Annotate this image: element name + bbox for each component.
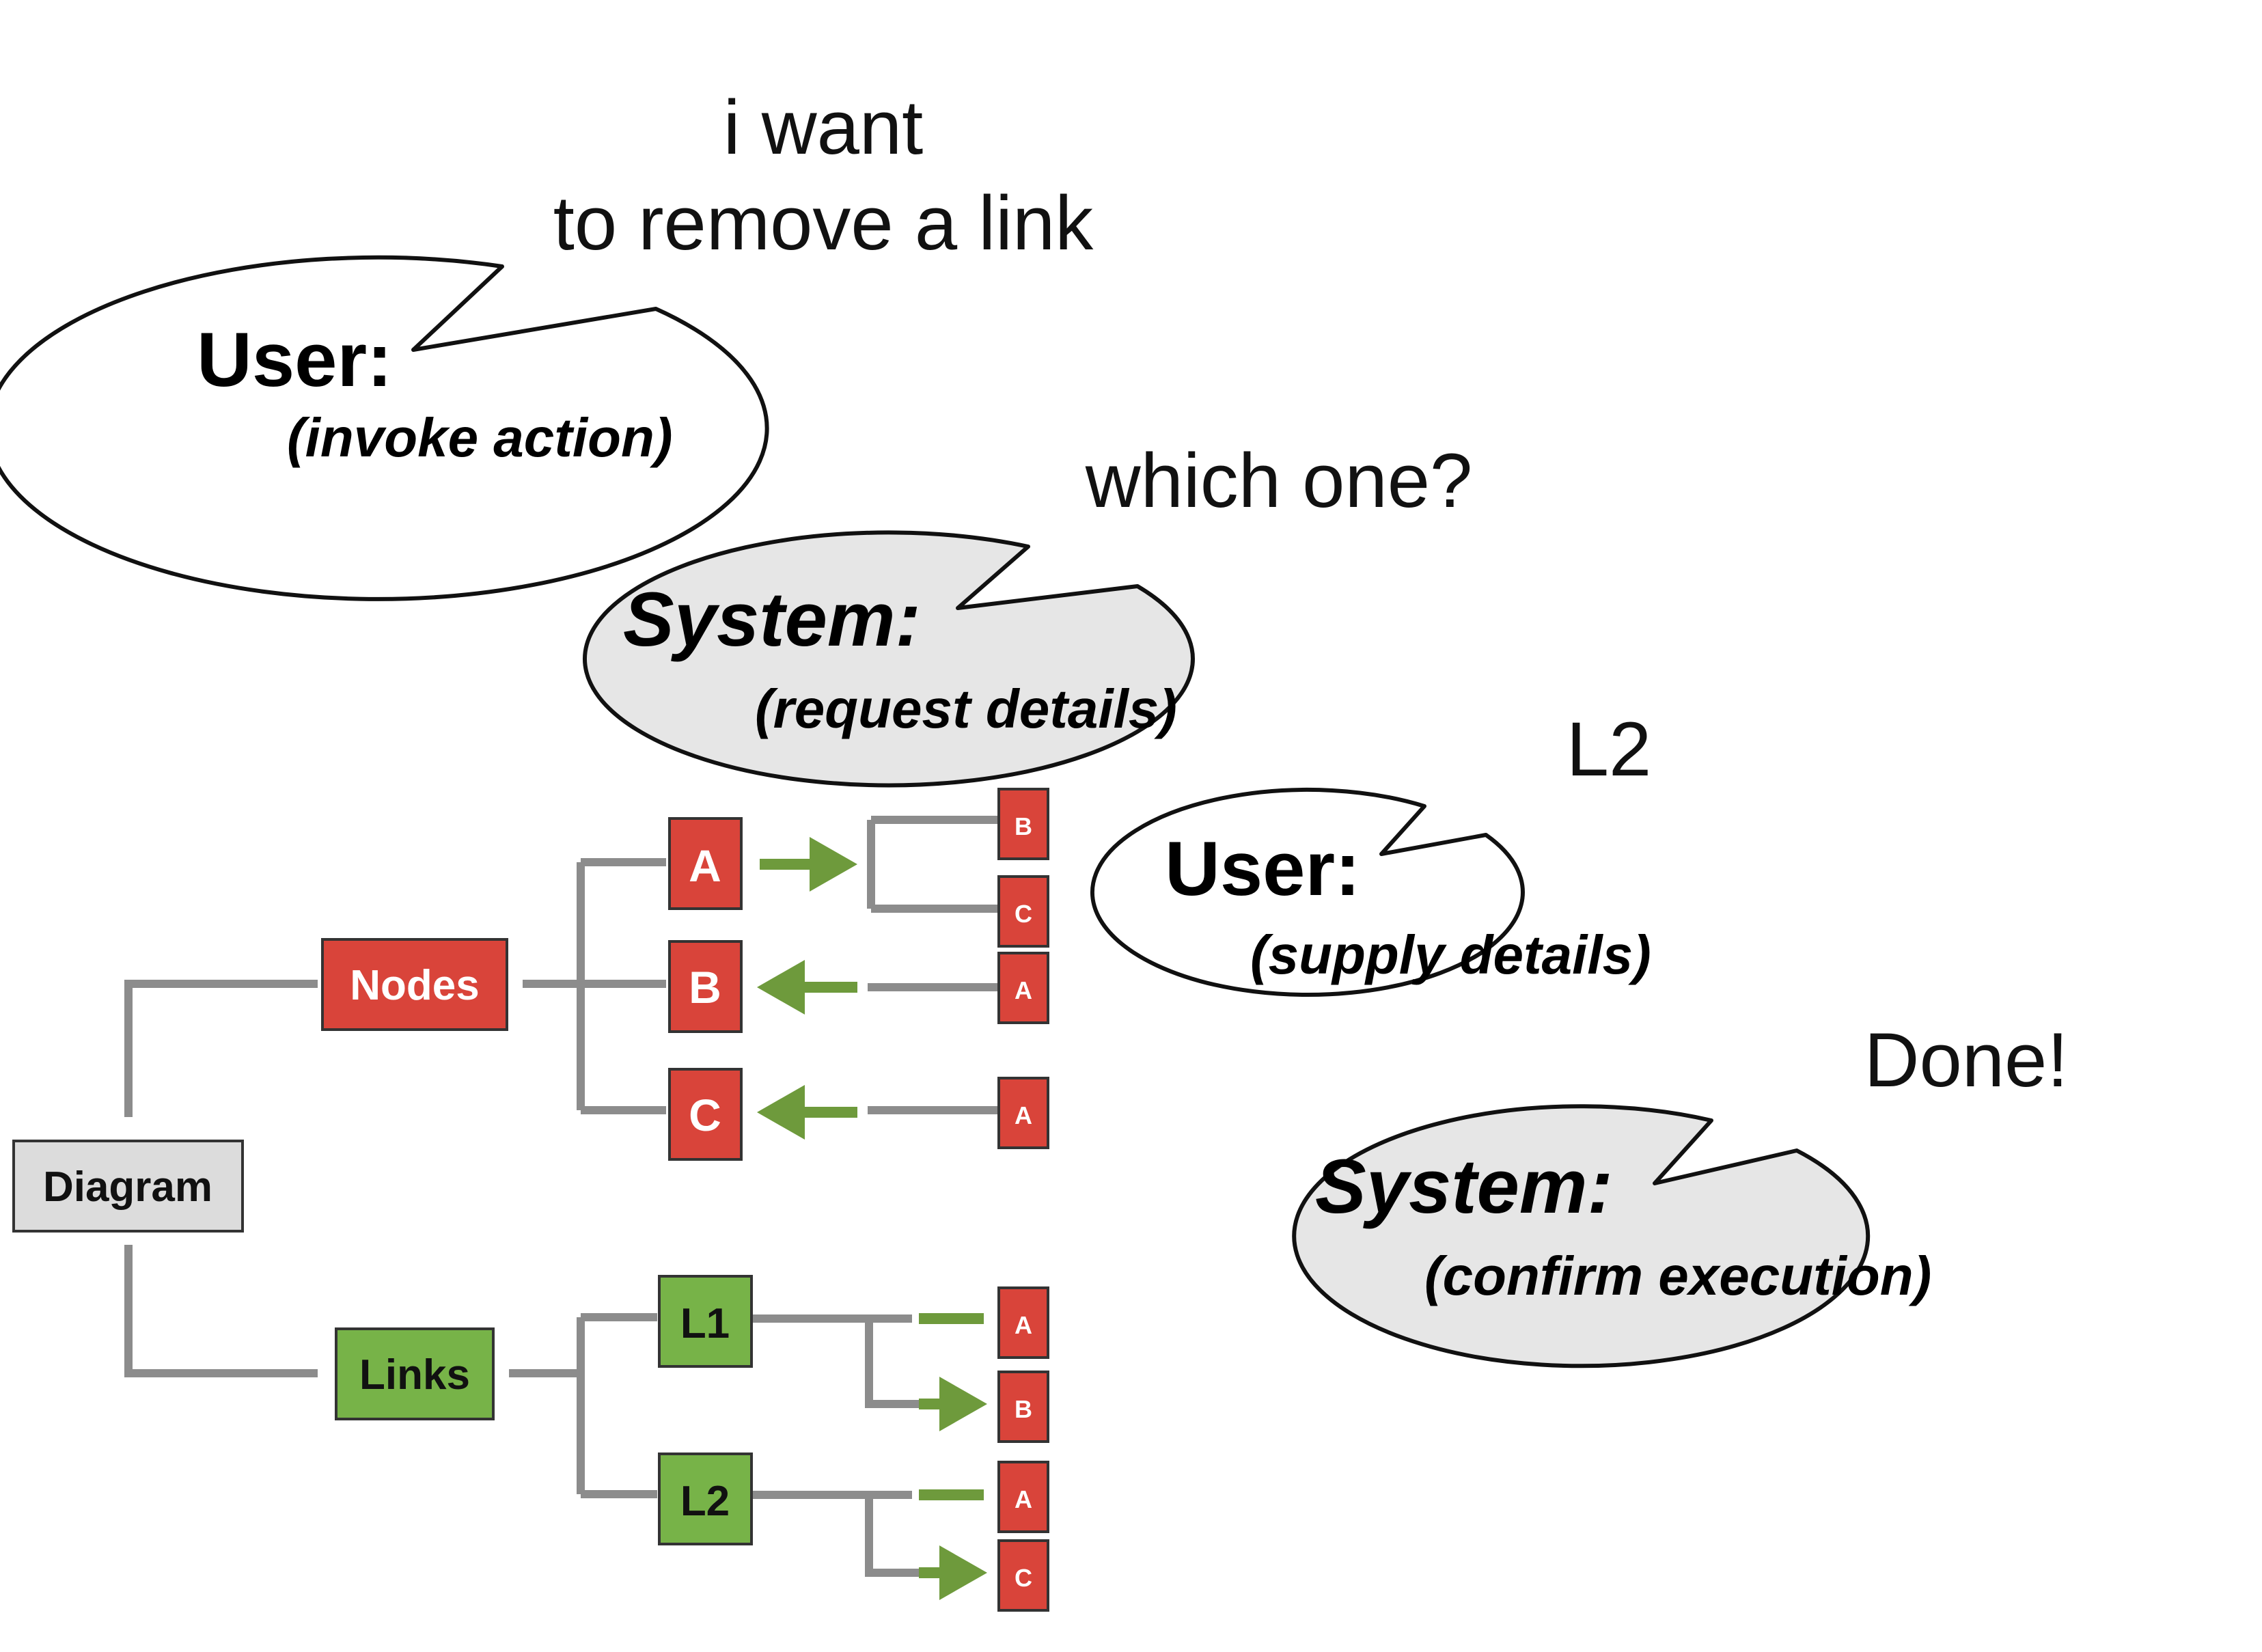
link-l1-box bbox=[658, 1275, 753, 1368]
leaf-label: C bbox=[1015, 900, 1032, 928]
arrow-left-icon bbox=[757, 1085, 805, 1140]
link-arrows bbox=[757, 837, 987, 1600]
node-c-label: C bbox=[689, 1090, 721, 1140]
node-a-box bbox=[668, 817, 743, 910]
speaker-role: (request details) bbox=[755, 678, 1177, 739]
bubble-user-request: i want to remove a link bbox=[0, 85, 1094, 601]
bubble-shape bbox=[582, 530, 1195, 788]
node-b-label: B bbox=[689, 962, 721, 1013]
leaf-label: B bbox=[1015, 812, 1032, 840]
leaf-box bbox=[997, 875, 1049, 948]
speaker-label: User: bbox=[197, 317, 392, 402]
bubble-shape bbox=[1090, 787, 1525, 997]
node-a-label: A bbox=[689, 840, 721, 891]
node-b-box bbox=[668, 940, 743, 1033]
links-box bbox=[335, 1327, 495, 1420]
leaf-box bbox=[997, 1371, 1049, 1443]
leaf-box bbox=[997, 1286, 1049, 1359]
leaf-label: A bbox=[1015, 1485, 1032, 1513]
leaf-label: B bbox=[1015, 1395, 1032, 1423]
tree-nodes: Diagram Nodes Links A B C B C A A L1 L2 … bbox=[12, 788, 1049, 1612]
leaf-box bbox=[997, 1077, 1049, 1149]
bubble-text-line: i want bbox=[723, 85, 924, 170]
nodes-label: Nodes bbox=[350, 962, 479, 1009]
root-box bbox=[12, 1140, 244, 1233]
leaf-label: C bbox=[1015, 1564, 1032, 1592]
leaf-label: A bbox=[1015, 976, 1032, 1004]
tree-connectors bbox=[124, 816, 997, 1577]
link-l2-label: L2 bbox=[680, 1478, 730, 1525]
leaf-box bbox=[997, 952, 1049, 1024]
bubble-system-confirm: Done! bbox=[1292, 1017, 2069, 1368]
link-l2-box bbox=[658, 1453, 753, 1545]
bubble-text-line: L2 bbox=[1567, 706, 1652, 792]
bubble-text-line: to remove a link bbox=[553, 180, 1094, 266]
link-l1-label: L1 bbox=[680, 1300, 730, 1347]
bubble-text-line: which one? bbox=[1085, 438, 1473, 523]
bubble-system-question: which one? bbox=[582, 438, 1473, 788]
speaker-role: (supply details) bbox=[1250, 924, 1651, 985]
leaf-label: A bbox=[1015, 1311, 1032, 1339]
arrow-right-icon bbox=[939, 1377, 987, 1431]
arrow-right-icon bbox=[939, 1545, 987, 1600]
arrow-right-icon bbox=[810, 837, 857, 892]
bubble-shape bbox=[1292, 1104, 1871, 1368]
bubble-shape bbox=[0, 255, 769, 601]
bubble-user-answer: L2 bbox=[1090, 706, 1652, 997]
speaker-label: System: bbox=[1315, 1144, 1613, 1229]
speaker-label: System: bbox=[623, 577, 921, 662]
connector-l1-to bbox=[865, 1319, 922, 1408]
arrow-left-icon bbox=[757, 960, 805, 1015]
root-label: Diagram bbox=[43, 1164, 212, 1211]
speaker-label: User: bbox=[1165, 826, 1360, 911]
leaf-box bbox=[997, 1539, 1049, 1612]
bubble-text-line: Done! bbox=[1864, 1017, 2069, 1103]
connector-diagram-nodes bbox=[124, 980, 318, 1117]
node-c-box bbox=[668, 1068, 743, 1161]
links-label: Links bbox=[359, 1351, 470, 1399]
leaf-box bbox=[997, 788, 1049, 860]
connector-diagram-links bbox=[124, 1245, 318, 1377]
connector-l2-to bbox=[865, 1495, 922, 1577]
speaker-role: (invoke action) bbox=[287, 407, 673, 468]
speaker-role: (confirm execution) bbox=[1424, 1245, 1931, 1306]
leaf-label: A bbox=[1015, 1101, 1032, 1129]
leaf-box bbox=[997, 1461, 1049, 1533]
nodes-box bbox=[321, 938, 508, 1031]
